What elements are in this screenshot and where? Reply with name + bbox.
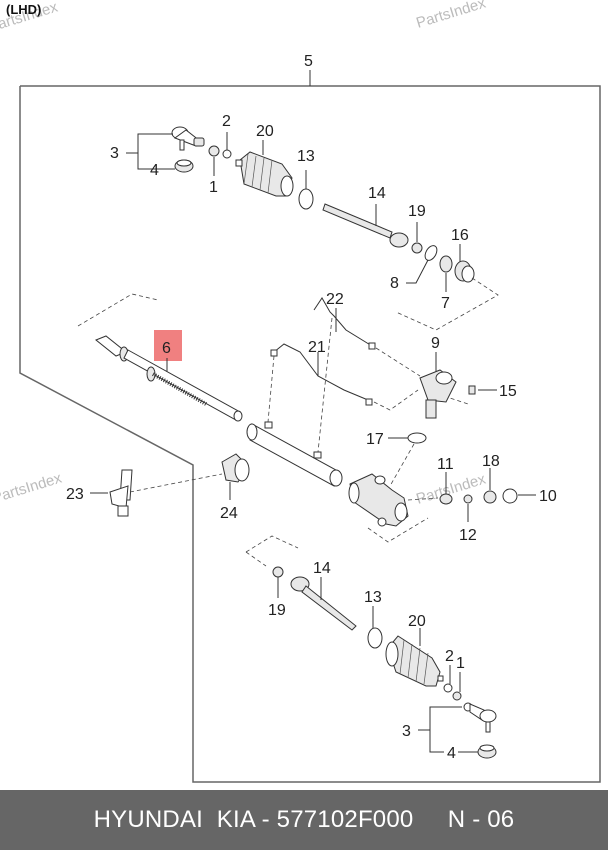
top-inner-rod[interactable] bbox=[322, 203, 409, 248]
leader-8 bbox=[406, 259, 429, 284]
mount-bushing[interactable] bbox=[221, 453, 250, 483]
bottom-boot[interactable] bbox=[385, 635, 444, 687]
callout-6[interactable]: 6 bbox=[162, 340, 171, 357]
top-nut-2[interactable] bbox=[222, 149, 232, 159]
rack-bar[interactable] bbox=[95, 335, 243, 422]
small-nut[interactable] bbox=[463, 494, 473, 504]
bracket[interactable] bbox=[109, 469, 133, 517]
callout-24[interactable]: 24 bbox=[220, 505, 238, 522]
seal-ring[interactable] bbox=[502, 488, 518, 504]
tube-22[interactable] bbox=[313, 297, 376, 350]
callout-2-top[interactable]: 2 bbox=[222, 113, 231, 130]
callout-13-top[interactable]: 13 bbox=[297, 148, 315, 165]
parts-diagram: PartsIndex PartsIndex PartsIndex PartsIn… bbox=[0, 0, 601, 783]
leader-3-bottom bbox=[418, 706, 462, 731]
yoke-nut[interactable] bbox=[483, 490, 497, 504]
callout-14-top[interactable]: 14 bbox=[368, 185, 386, 202]
bottom-nut-2[interactable] bbox=[443, 683, 453, 693]
callout-2-bottom[interactable]: 2 bbox=[445, 648, 454, 665]
top-washer[interactable] bbox=[411, 242, 423, 254]
tube-21[interactable] bbox=[270, 343, 373, 406]
connect-22 bbox=[317, 317, 333, 453]
callout-22[interactable]: 22 bbox=[326, 291, 344, 308]
callout-20-bottom[interactable]: 20 bbox=[408, 613, 426, 630]
watermark-left: PartsIndex bbox=[0, 469, 64, 506]
gear-housing[interactable] bbox=[348, 473, 409, 527]
top-oring[interactable] bbox=[423, 244, 440, 263]
connect-11 bbox=[407, 497, 439, 501]
callout-20-top[interactable]: 20 bbox=[256, 123, 274, 140]
callout-4-top[interactable]: 4 bbox=[150, 162, 159, 179]
callout-9[interactable]: 9 bbox=[431, 335, 440, 352]
bottom-washer[interactable] bbox=[272, 566, 284, 578]
callout-3-bottom[interactable]: 3 bbox=[402, 723, 411, 740]
bottom-band[interactable] bbox=[367, 627, 383, 649]
callout-15[interactable]: 15 bbox=[499, 383, 517, 400]
footer-text: HYUNDAI KIA - 577102F000 N - 06 bbox=[93, 806, 515, 833]
top-boot-clamp[interactable] bbox=[174, 159, 194, 173]
housing-tube[interactable] bbox=[246, 421, 343, 487]
callout-1-top[interactable]: 1 bbox=[209, 179, 218, 196]
callout-16-top[interactable]: 16 bbox=[451, 227, 469, 244]
plug[interactable] bbox=[439, 493, 453, 505]
connect-21 bbox=[267, 355, 275, 423]
top-band[interactable] bbox=[298, 188, 314, 210]
callout-5[interactable]: 5 bbox=[304, 53, 313, 70]
watermark-top-right: PartsIndex bbox=[414, 0, 488, 32]
callout-17[interactable]: 17 bbox=[366, 431, 384, 448]
callout-4-bottom[interactable]: 4 bbox=[447, 745, 456, 762]
connect-23 bbox=[129, 473, 223, 493]
outline-bottom-left bbox=[245, 535, 299, 553]
top-boot[interactable] bbox=[235, 151, 294, 197]
housing-outline bbox=[367, 517, 429, 543]
valve[interactable] bbox=[419, 369, 457, 419]
part-number-footer: HYUNDAI KIA - 577102F000 N - 06 bbox=[0, 790, 608, 850]
bottom-boot-clamp[interactable] bbox=[477, 744, 497, 759]
callout-8-top[interactable]: 8 bbox=[390, 275, 399, 292]
top-bushing[interactable] bbox=[454, 260, 475, 283]
leader-3 bbox=[126, 133, 173, 154]
callout-19-bottom[interactable]: 19 bbox=[268, 602, 286, 619]
bottom-inner-rod[interactable] bbox=[290, 576, 357, 631]
top-nut-1[interactable] bbox=[208, 145, 220, 157]
callout-13-bottom[interactable]: 13 bbox=[364, 589, 382, 606]
callout-12[interactable]: 12 bbox=[459, 527, 477, 544]
top-lock-nut[interactable] bbox=[439, 255, 453, 273]
callout-19-top[interactable]: 19 bbox=[408, 203, 426, 220]
callout-14-bottom[interactable]: 14 bbox=[313, 560, 331, 577]
callout-3-top[interactable]: 3 bbox=[110, 145, 119, 162]
leader-3-4 bbox=[137, 153, 162, 170]
callout-7-top[interactable]: 7 bbox=[441, 295, 450, 312]
bottom-nut-1[interactable] bbox=[452, 691, 462, 701]
connect-17 bbox=[389, 443, 415, 487]
bolt[interactable] bbox=[468, 385, 476, 395]
rack-outline bbox=[77, 293, 159, 327]
callout-18[interactable]: 18 bbox=[482, 453, 500, 470]
callout-21[interactable]: 21 bbox=[308, 339, 326, 356]
callout-10[interactable]: 10 bbox=[539, 488, 557, 505]
top-tie-rod-end[interactable] bbox=[171, 126, 205, 151]
assembly-frame bbox=[19, 85, 601, 783]
group-outline-top bbox=[395, 277, 499, 331]
callout-23[interactable]: 23 bbox=[66, 486, 84, 503]
bottom-tie-rod-end[interactable] bbox=[463, 702, 497, 733]
highlight-6 bbox=[154, 330, 182, 361]
callout-11[interactable]: 11 bbox=[437, 456, 454, 473]
connect-valve bbox=[373, 347, 469, 411]
lhd-tag: (LHD) bbox=[6, 2, 41, 17]
callout-1-bottom[interactable]: 1 bbox=[456, 655, 465, 672]
gasket[interactable] bbox=[407, 432, 427, 444]
